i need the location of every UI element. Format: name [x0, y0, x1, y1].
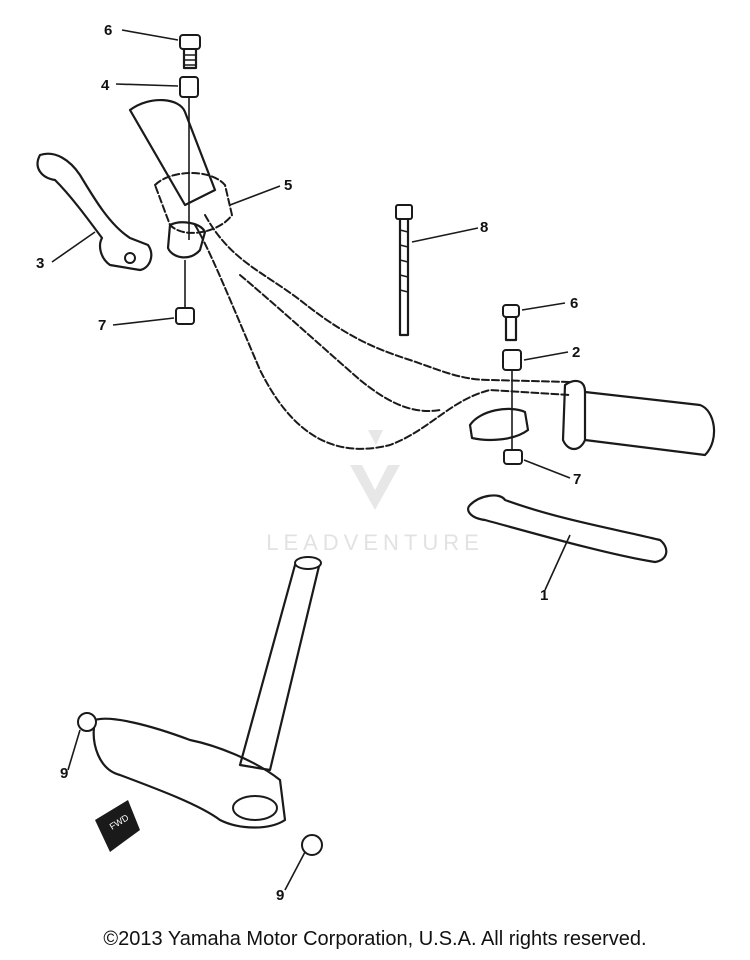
callout-1: 1	[540, 587, 549, 604]
callout-9-right: 9	[276, 887, 285, 904]
spacer-right	[502, 349, 522, 371]
triple-clamp	[77, 712, 323, 856]
callout-7-right: 7	[573, 471, 582, 488]
callout-4: 4	[101, 77, 110, 94]
copyright-notice: ©2013 Yamaha Motor Corporation, U.S.A. A…	[103, 928, 647, 950]
right-clamp	[468, 407, 530, 441]
callout-2: 2	[572, 344, 581, 361]
cable-tie	[395, 204, 413, 337]
callout-3: 3	[36, 255, 45, 272]
right-grip	[561, 379, 716, 457]
watermark-text: LEADVENTURE	[266, 530, 484, 555]
steering-stem	[238, 556, 322, 772]
callout-6-upper: 6	[104, 22, 113, 39]
callout-5: 5	[284, 177, 293, 194]
bolt-upper-left	[179, 34, 201, 70]
left-grip	[128, 98, 234, 234]
callout-6-right: 6	[570, 295, 579, 312]
nut-right	[503, 449, 523, 465]
nut-left	[175, 307, 195, 325]
handlebar	[194, 214, 571, 450]
callout-8: 8	[480, 219, 489, 236]
fwd-tag: FWD	[95, 800, 140, 852]
callout-leaders	[51, 29, 571, 891]
left-clamp	[166, 221, 207, 259]
watermark-logo	[350, 430, 400, 510]
callout-9-left: 9	[60, 765, 69, 782]
left-lever	[36, 152, 153, 272]
callout-7-left: 7	[98, 317, 107, 334]
bolt-right	[502, 304, 520, 342]
right-lever	[467, 494, 668, 564]
spacer-left	[179, 76, 199, 98]
